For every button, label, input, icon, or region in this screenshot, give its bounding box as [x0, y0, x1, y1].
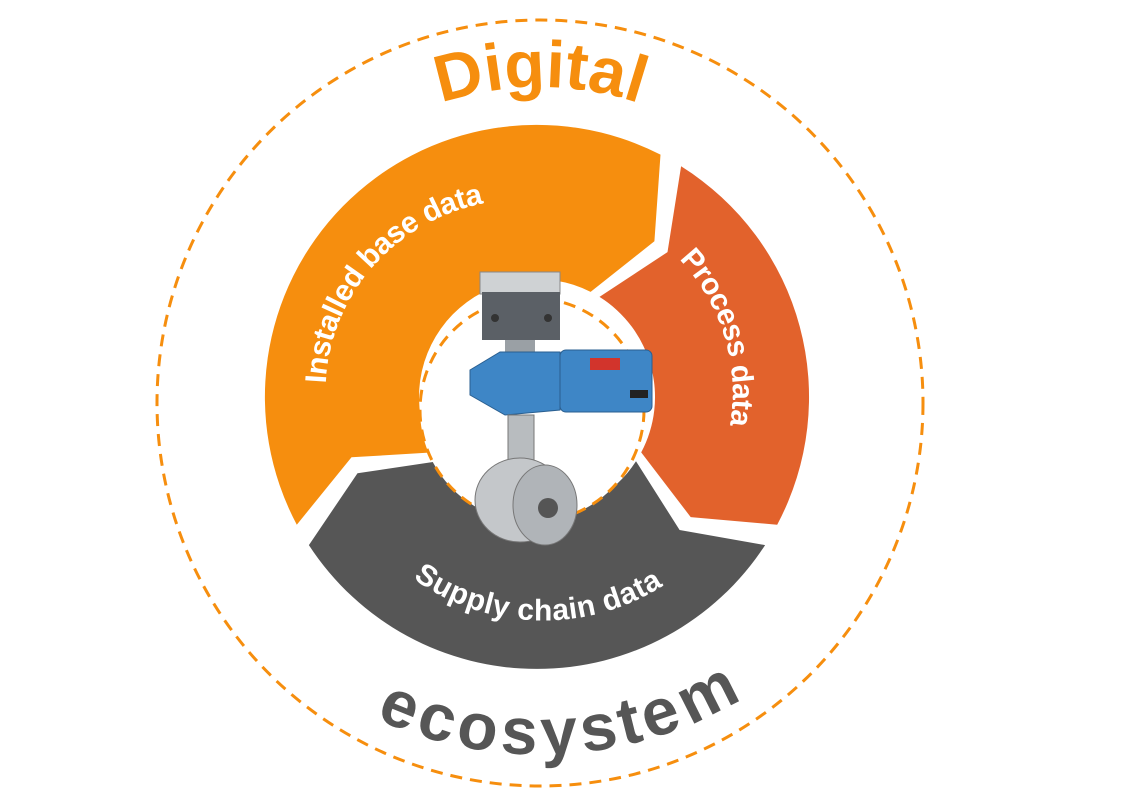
actuator-housing: [469, 351, 561, 416]
outer-dashed-circle: [155, 18, 925, 788]
positioner-cover: [479, 271, 561, 295]
valve-bonnet: [507, 414, 535, 461]
control-valve-image: [469, 271, 653, 546]
segment-installed-base: [264, 124, 661, 525]
data-ring: [264, 124, 810, 669]
title-digital: Digital: [426, 26, 657, 116]
actuator-cylinder: [559, 349, 653, 413]
segment-process: [599, 166, 810, 525]
segment-supply-chain: [308, 461, 766, 669]
